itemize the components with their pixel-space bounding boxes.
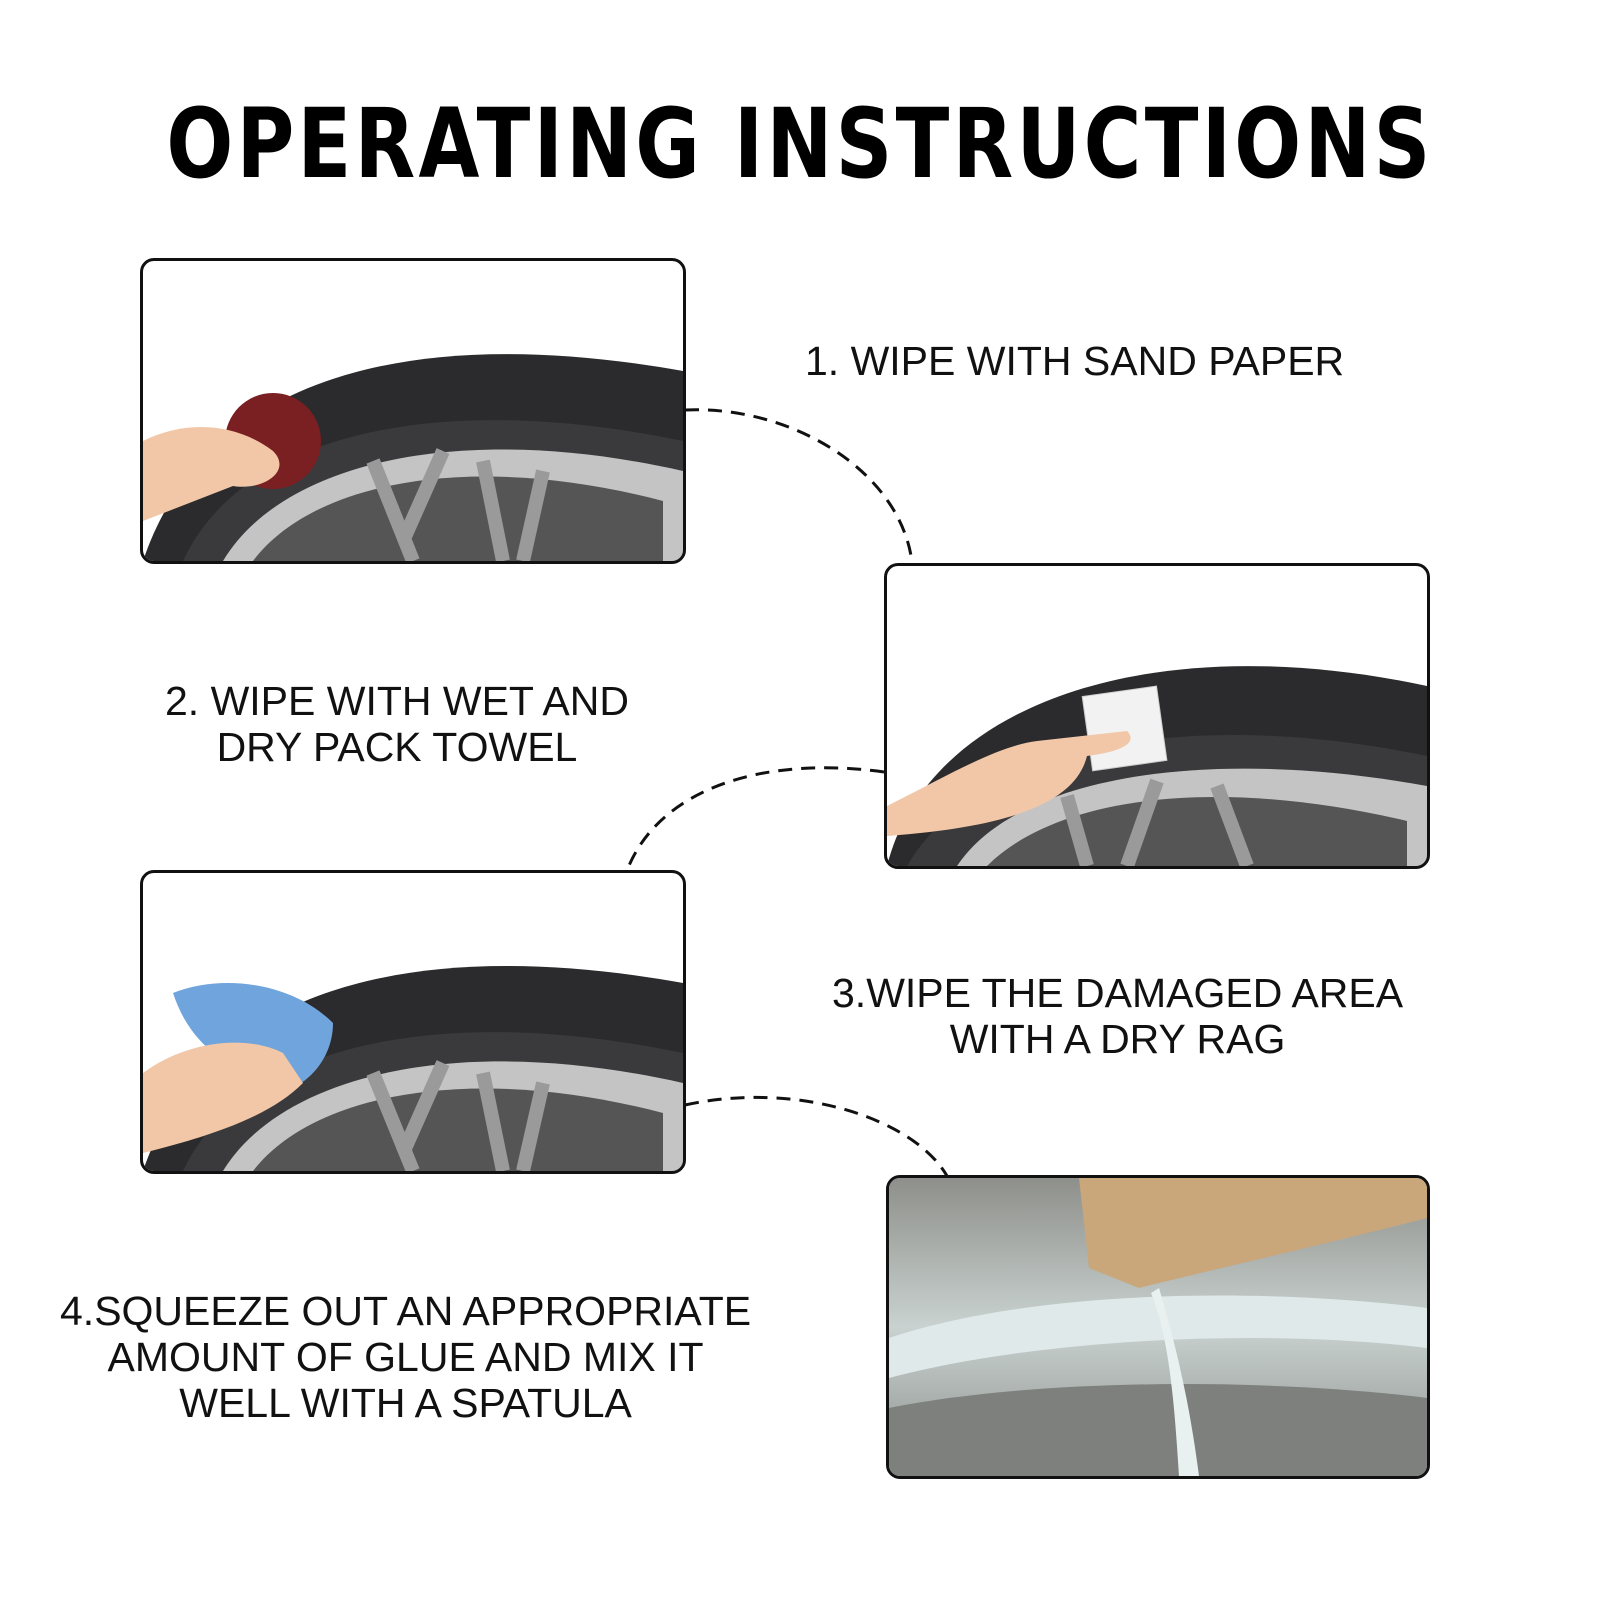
page-title: OPERATING INSTRUCTIONS [166, 88, 1434, 200]
dashed-connector-1 [684, 408, 914, 563]
rag-icon [173, 983, 333, 1092]
dashed-connector-3 [684, 1095, 949, 1177]
step-4-text: 4.SQUEEZE OUT AN APPROPRIATE AMOUNT OF G… [60, 1288, 752, 1426]
step-4-image [886, 1175, 1430, 1479]
dashed-connector-2 [626, 766, 885, 869]
towel-icon [1081, 685, 1168, 772]
step-1-image [140, 258, 686, 564]
step-2-image [884, 563, 1430, 869]
spatula-icon [1079, 1178, 1427, 1288]
step-1-text: 1. WIPE WITH SAND PAPER [805, 338, 1345, 384]
step-3-text: 3.WIPE THE DAMAGED AREA WITH A DRY RAG [832, 970, 1404, 1062]
step-2-text: 2. WIPE WITH WET AND DRY PACK TOWEL [165, 678, 629, 770]
step-3-image [140, 870, 686, 1174]
